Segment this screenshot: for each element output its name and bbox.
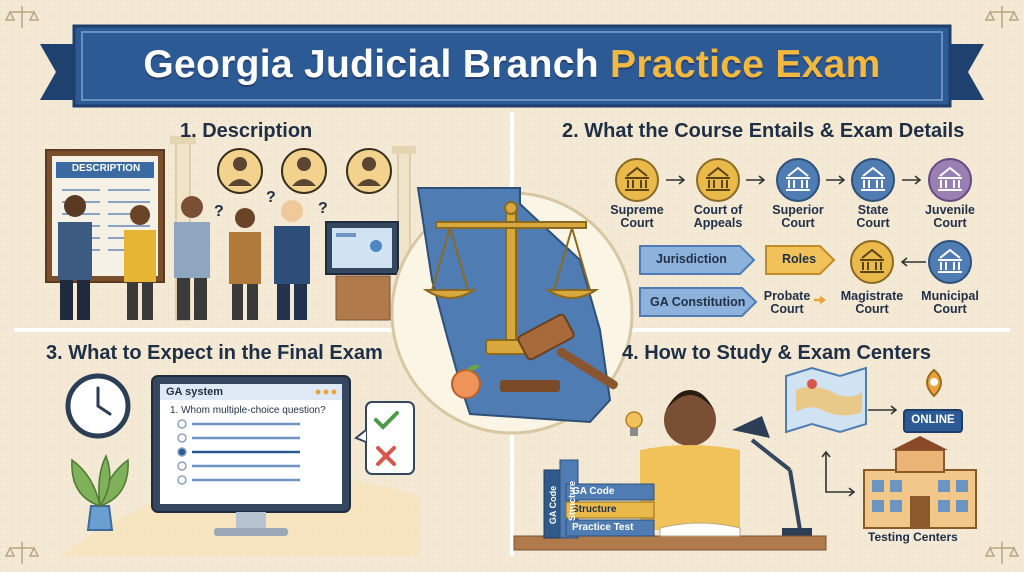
corner-scales-icon <box>4 6 1020 564</box>
book-label: GA Code <box>572 486 615 497</box>
court-icon-juvenile <box>928 158 972 202</box>
people-group <box>58 195 310 320</box>
exam-question-text: 1. Whom multiple-choice question? <box>170 405 326 416</box>
jurisdiction-pill <box>639 245 756 275</box>
title-banner-ribbon <box>40 24 984 108</box>
question-mark: ? <box>266 189 276 206</box>
court-arrows <box>666 175 926 304</box>
book-label: Structure <box>572 504 617 515</box>
court-hierarchy <box>615 158 972 317</box>
georgia-map-illustration <box>390 187 634 435</box>
question-mark: ? <box>214 203 224 220</box>
title-accent: Practice Exam <box>610 43 881 86</box>
section-title-course: 2. What the Course Entails & Exam Detail… <box>562 120 965 142</box>
board-label: DESCRIPTION <box>71 163 141 174</box>
ga-constitution-label: GA Constitution <box>650 295 746 309</box>
book-spine-label: GA Code <box>548 485 559 525</box>
court-icon-magistrate <box>850 240 894 284</box>
question-mark: ? <box>318 200 328 217</box>
book-spine-label: Structure <box>567 480 578 522</box>
roles-pill <box>765 245 836 275</box>
exam-illustration <box>60 373 420 556</box>
study-illustration <box>513 366 977 551</box>
testing-centers-label: Testing Centers <box>868 530 958 544</box>
title-main: Georgia Judicial Branch <box>143 43 599 86</box>
court-icon-appeals <box>696 158 740 202</box>
court-icon-supreme <box>615 158 659 202</box>
section-title-study: 4. How to Study & Exam Centers <box>622 342 931 364</box>
court-icon-superior <box>776 158 820 202</box>
page-title: Georgia Judicial Branch Practice Exam <box>143 43 880 87</box>
roles-label: Roles <box>782 252 817 266</box>
court-icon-state <box>851 158 895 202</box>
gavel-icon <box>500 313 618 392</box>
court-icon-municipal <box>928 240 972 284</box>
exam-window-title: GA system <box>166 386 224 398</box>
section-title-final-exam: 3. What to Expect in the Final Exam <box>46 342 383 364</box>
title-banner: Georgia Judicial Branch Practice Exam <box>74 24 950 106</box>
online-label: ONLINE <box>911 414 955 426</box>
book-label: Practice Test <box>572 522 634 533</box>
classroom-illustration <box>45 136 416 321</box>
section-title-description: 1. Description <box>180 120 313 142</box>
jurisdiction-label: Jurisdiction <box>656 252 727 266</box>
ga-constitution-pill <box>639 287 758 317</box>
